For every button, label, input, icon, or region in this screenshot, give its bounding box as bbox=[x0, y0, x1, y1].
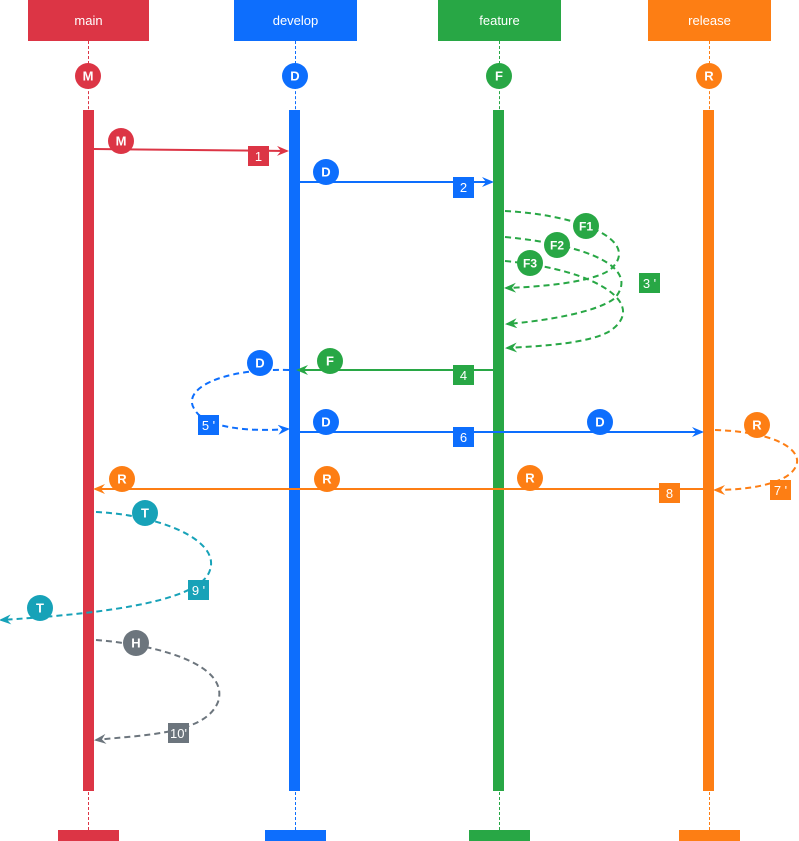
participant-marker-feature: F bbox=[486, 63, 512, 89]
message-marker-t2: T bbox=[27, 595, 53, 621]
activation-bar-main bbox=[83, 110, 94, 791]
svg-text:1: 1 bbox=[255, 149, 262, 164]
lane-footer-main bbox=[58, 830, 119, 841]
message-marker-t1: T bbox=[132, 500, 158, 526]
svg-text:D: D bbox=[290, 69, 299, 84]
message-marker-r4: R bbox=[517, 465, 543, 491]
message-marker-d1: D bbox=[313, 159, 339, 185]
svg-text:H: H bbox=[131, 636, 140, 651]
activation-bar-release bbox=[703, 110, 714, 791]
message-label-6: 6 bbox=[453, 427, 474, 447]
message-label-9: 9 ' bbox=[188, 580, 209, 600]
svg-text:7 ': 7 ' bbox=[774, 483, 787, 498]
message-label-7: 7 ' bbox=[770, 480, 791, 500]
svg-text:D: D bbox=[255, 356, 264, 371]
svg-text:F1: F1 bbox=[579, 220, 593, 234]
lane-footer-develop bbox=[265, 830, 326, 841]
message-marker-f2: F2 bbox=[544, 232, 570, 258]
message-marker-f3: F3 bbox=[517, 250, 543, 276]
message-arrow-3a bbox=[504, 210, 620, 293]
message-marker-h1: H bbox=[123, 630, 149, 656]
message-label-3: 3 ' bbox=[639, 273, 660, 293]
message-arrow-7 bbox=[713, 429, 798, 495]
svg-text:F: F bbox=[495, 69, 503, 84]
message-label-5: 5 ' bbox=[198, 415, 219, 435]
svg-text:M: M bbox=[83, 69, 94, 84]
svg-text:4: 4 bbox=[460, 368, 467, 383]
lane-footer-feature bbox=[469, 830, 530, 841]
message-label-1: 1 bbox=[248, 146, 269, 166]
message-marker-r1: R bbox=[744, 412, 770, 438]
message-marker-r3: R bbox=[314, 466, 340, 492]
svg-text:D: D bbox=[595, 415, 604, 430]
message-label-10: 10' bbox=[168, 723, 189, 743]
message-label-8: 8 bbox=[659, 483, 680, 503]
lane-footer-release bbox=[679, 830, 740, 841]
message-marker-d2: D bbox=[247, 350, 273, 376]
svg-text:10': 10' bbox=[170, 726, 187, 741]
lane-header-release: release bbox=[648, 0, 771, 41]
svg-text:9 ': 9 ' bbox=[192, 583, 205, 598]
svg-text:F: F bbox=[326, 354, 334, 369]
message-arrow-9 bbox=[0, 511, 213, 625]
participant-marker-develop: D bbox=[282, 63, 308, 89]
svg-text:M: M bbox=[116, 134, 127, 149]
message-arrow-10 bbox=[94, 639, 221, 744]
message-label-2: 2 bbox=[453, 177, 474, 198]
svg-text:T: T bbox=[141, 506, 149, 521]
lane-header-feature: feature bbox=[438, 0, 561, 41]
svg-text:D: D bbox=[321, 165, 330, 180]
svg-text:R: R bbox=[117, 472, 127, 487]
svg-text:R: R bbox=[322, 472, 332, 487]
message-marker-d3: D bbox=[313, 409, 339, 435]
message-marker-r2: R bbox=[109, 466, 135, 492]
message-marker-f1: F1 bbox=[573, 213, 599, 239]
svg-text:3 ': 3 ' bbox=[643, 276, 656, 291]
svg-text:6: 6 bbox=[460, 430, 467, 445]
svg-text:D: D bbox=[321, 415, 330, 430]
svg-text:5 ': 5 ' bbox=[202, 418, 215, 433]
svg-text:2: 2 bbox=[460, 180, 467, 195]
svg-text:R: R bbox=[525, 471, 535, 486]
message-label-4: 4 bbox=[453, 365, 474, 385]
svg-text:T: T bbox=[36, 601, 44, 616]
participant-marker-release: R bbox=[696, 63, 722, 89]
svg-text:R: R bbox=[704, 69, 714, 84]
svg-text:8: 8 bbox=[666, 486, 673, 501]
activation-bar-develop bbox=[289, 110, 300, 791]
message-arrow-3c bbox=[504, 260, 624, 353]
svg-text:F3: F3 bbox=[523, 257, 537, 271]
message-marker-f4: F bbox=[317, 348, 343, 374]
message-arrow-5 bbox=[190, 368, 290, 435]
message-marker-m1: M bbox=[108, 128, 134, 154]
activation-bar-feature bbox=[493, 110, 504, 791]
message-marker-d4: D bbox=[587, 409, 613, 435]
lane-header-develop: develop bbox=[234, 0, 357, 41]
lane-header-main: main bbox=[28, 0, 149, 41]
svg-text:R: R bbox=[752, 418, 762, 433]
participant-marker-main: M bbox=[75, 63, 101, 89]
svg-text:F2: F2 bbox=[550, 239, 564, 253]
